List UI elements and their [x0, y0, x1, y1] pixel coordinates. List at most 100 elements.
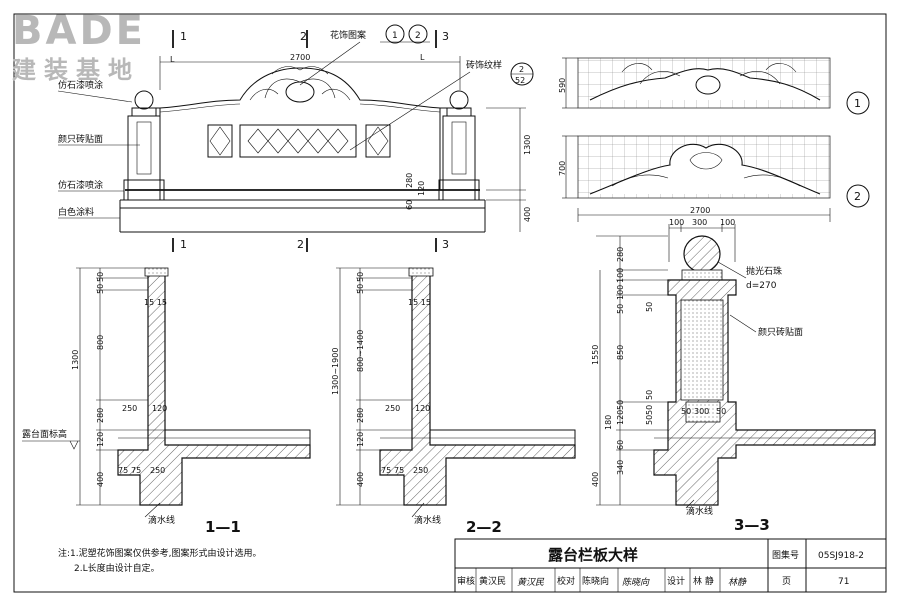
- s22-dim-50a: 50: [356, 272, 365, 282]
- s11-dim-1515: 15 15: [144, 298, 167, 307]
- s33-dim-1550: 1550: [591, 345, 600, 365]
- panel1-number-circle: [846, 91, 870, 115]
- panel2-number: 2: [854, 190, 861, 203]
- s33-dim-850: 850: [616, 345, 625, 360]
- panel2-height-dim: 700: [558, 161, 567, 176]
- panel2-number-circle: [846, 184, 870, 208]
- ornament-panel-2: 700 2 2700: [558, 135, 870, 222]
- s33-dim-100b: 100: [616, 285, 625, 300]
- s11-dim-50a: 50: [96, 272, 105, 282]
- panel-width-dim: 2700: [690, 206, 710, 215]
- logo-text-cn: 建装基地: [12, 56, 140, 84]
- section-mark-3-top: 3: [442, 30, 449, 43]
- s22-dim-1515: 15 15: [408, 298, 431, 307]
- label-white-paint: 白色涂料: [58, 206, 94, 218]
- s33-stone-ball: [683, 235, 721, 273]
- s22-dim-280: 280: [356, 408, 365, 423]
- brick-pattern-label: 砖饰纹样: [466, 59, 502, 71]
- section-mark-2-top: 2: [300, 30, 307, 43]
- s22-dim-75b: 75: [394, 466, 404, 475]
- pillar-left: [123, 90, 165, 201]
- pillar-right: [438, 90, 480, 201]
- label-stone-paint-top: 仿石漆喷涂: [58, 79, 103, 91]
- atlas-number: 05SJ918-2: [818, 551, 864, 561]
- checker-signature: 陈晓向: [622, 577, 650, 588]
- label-stone-paint: 仿石漆喷涂: [58, 179, 103, 191]
- logo-text-en: BADE: [12, 8, 146, 54]
- s22-dim-800-1400: 800~1400: [356, 330, 365, 372]
- s33-h-dim-50b: 50: [716, 407, 726, 416]
- s11-dim-50b: 50: [96, 284, 105, 294]
- brand-logo: BADE 建装基地: [12, 8, 146, 84]
- s11-dim-75a: 75: [118, 466, 128, 475]
- designer-signature: 林静: [728, 577, 747, 588]
- section-mark-2-bottom: 2: [297, 238, 304, 251]
- ornament-ref-1: 1: [392, 31, 398, 41]
- title-block: 露台栏板大样 图集号 05SJ918-2 审核 黄汉民 黄汉民 校对 陈晓向 陈…: [454, 538, 887, 593]
- s33-inner-50c: 50: [645, 405, 654, 415]
- reviewer-signature: 黄汉民: [517, 577, 545, 588]
- crest-ornament: [249, 66, 351, 103]
- s33-top-dim-300: 300: [692, 218, 707, 227]
- s33-dim-100a: 100: [616, 268, 625, 283]
- lattice-panel-left: [207, 124, 233, 158]
- sheet-frame: [13, 13, 887, 593]
- page-number: 71: [838, 577, 849, 587]
- s33-drip-label: 滴水线: [686, 505, 713, 517]
- s33-h-dim-50a: 50: [681, 407, 691, 416]
- atlas-label: 图集号: [772, 549, 799, 561]
- s22-drip-label: 滴水线: [414, 514, 441, 526]
- s33-top-dim-100b: 100: [720, 218, 735, 227]
- brick-ref-bottom: 52: [515, 76, 525, 85]
- review-label: 审核: [457, 575, 475, 587]
- s33-top-dim-100a: 100: [669, 218, 684, 227]
- s33-ball-label: 抛光石珠: [746, 265, 782, 277]
- page-label: 页: [782, 576, 791, 587]
- s22-title: 2—2: [466, 518, 502, 536]
- s22-dim-120-h: 120: [415, 404, 430, 413]
- s11-title: 1—1: [205, 518, 241, 536]
- section-1-1: 50 50 800 1300 280 120 400 15 15 250 120…: [22, 267, 311, 536]
- dim-2700-top: 2700: [290, 53, 310, 62]
- panel1-height-dim: 590: [558, 78, 567, 93]
- s11-dim-1300: 1300: [71, 350, 80, 370]
- s33-dim-280: 280: [616, 247, 625, 262]
- note-line-2: 2.L长度由设计自定。: [74, 562, 160, 574]
- design-label: 设计: [667, 575, 685, 587]
- s22-dim-1300-1900: 1300~1900: [331, 348, 340, 395]
- s33-ball-diameter: d=270: [746, 281, 777, 291]
- panel1-number: 1: [854, 97, 861, 110]
- s22-dim-400: 400: [356, 472, 365, 487]
- s22-dim-50b: 50: [356, 284, 365, 294]
- designer-name: 林 静: [693, 575, 714, 587]
- s11-dim-120: 120: [96, 432, 105, 447]
- dim-1300-elev: 1300: [523, 135, 532, 155]
- s33-dim-60: 60: [616, 440, 625, 450]
- s11-drip-label: 滴水线: [148, 514, 175, 526]
- drawing-title: 露台栏板大样: [548, 546, 638, 564]
- label-brick-facing: 颜只砖贴面: [58, 133, 103, 145]
- ornament-ref-circle-1: [385, 24, 405, 44]
- s33-dim-180: 180: [604, 415, 613, 430]
- s33-brick-label: 颜只砖贴面: [758, 326, 803, 338]
- s11-dim-120-h: 120: [152, 404, 167, 413]
- s11-dim-250-top: 250: [122, 404, 137, 413]
- s11-dim-75b: 75: [131, 466, 141, 475]
- dim-60-elev: 60: [405, 200, 414, 210]
- lattice-panel-center: [239, 124, 357, 158]
- elevation-view: 1 2 3 花饰图案 1 2 砖饰纹样 2 52 2700 L L: [57, 24, 534, 252]
- ornament-label: 花饰图案: [330, 29, 366, 41]
- dim-120-elev: 120: [417, 181, 426, 196]
- s11-dim-800: 800: [96, 335, 105, 350]
- s22-dim-250-top: 250: [385, 404, 400, 413]
- s33-inner-50a: 50: [645, 302, 654, 312]
- s33-h-dim-300: 300: [694, 407, 709, 416]
- s33-dim-50b: 50: [616, 400, 625, 410]
- section-3-3: 100 300 100 280 100 100 850 1550 50 50 1…: [591, 218, 876, 534]
- ornament-ref-circle-2: [408, 24, 428, 44]
- s11-dim-400: 400: [96, 472, 105, 487]
- s11-floor-label: 露台面标高: [22, 428, 67, 440]
- s33-title: 3—3: [734, 516, 770, 534]
- s22-dim-75a: 75: [381, 466, 391, 475]
